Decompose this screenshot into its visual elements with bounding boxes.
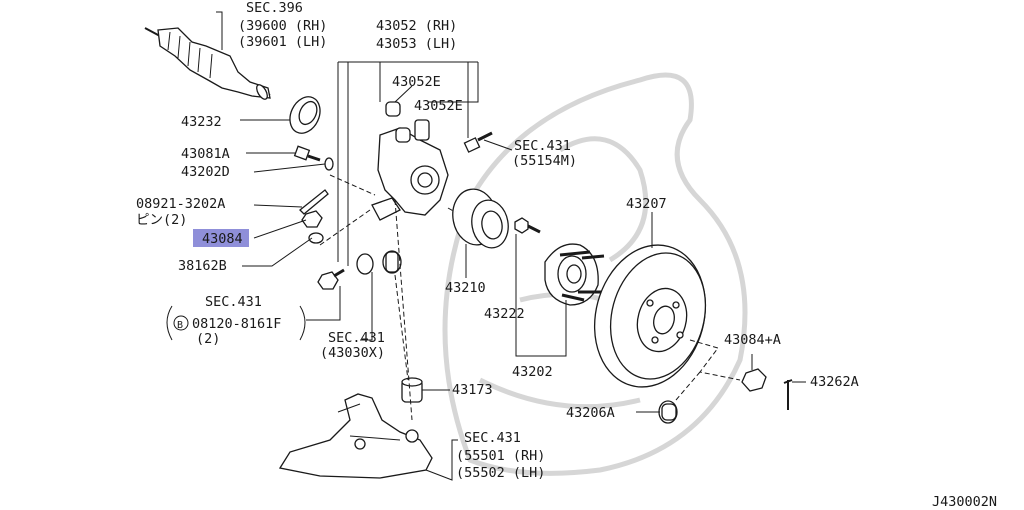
label-sec431-a: SEC.431 (205, 294, 262, 310)
bolt-08120 (317, 268, 345, 290)
seal-43232 (289, 96, 321, 134)
label-43053lh: 43053 (LH) (376, 36, 457, 52)
cotter-pin (299, 189, 329, 215)
label-sec431-b: SEC.431 (328, 330, 385, 346)
selected-part-highlight (193, 229, 249, 247)
drive-shaft (144, 27, 271, 100)
label-43222: 43222 (484, 306, 525, 322)
label-38162b: 38162B (178, 258, 227, 274)
bushing-43052e-lower (395, 127, 411, 143)
label-55154m: (55154M) (512, 153, 577, 169)
lower-arm (278, 393, 433, 479)
label-43202: 43202 (512, 364, 553, 380)
bushing-left (356, 253, 374, 275)
nut-43084a (741, 368, 767, 392)
label-43202d: 43202D (181, 164, 230, 180)
rotor-43207 (593, 244, 707, 388)
bolt-43222 (514, 217, 541, 234)
label-08921: 08921-3202A (136, 196, 225, 212)
paren-right (299, 305, 306, 341)
label-pin2: ピン(2) (136, 212, 187, 228)
bolt-43081a (293, 145, 321, 162)
label-43052e-a: 43052E (392, 74, 441, 90)
leader-lines (216, 11, 806, 481)
bushing-43173 (401, 377, 423, 403)
label-43173: 43173 (452, 382, 493, 398)
label-43210: 43210 (445, 280, 486, 296)
label-sec396: SEC.396 (246, 0, 303, 16)
paren-left (166, 305, 173, 341)
label-55501: (55501 (RH) (456, 448, 545, 464)
label-43207: 43207 (626, 196, 667, 212)
label-43206a: 43206A (566, 405, 615, 421)
b-mark-circle (173, 315, 189, 331)
pin-43262a (783, 379, 793, 410)
label-55502: (55502 (LH) (456, 465, 545, 481)
washer-38162b (308, 232, 324, 244)
assembly-lines (319, 174, 741, 421)
label-08120: 08120-8161F (192, 316, 281, 332)
label-43084-selected: 43084 (202, 231, 243, 247)
nut-43084 (301, 210, 323, 228)
label-sec431-c: SEC.431 (514, 138, 571, 154)
label-43084a: 43084+A (724, 332, 781, 348)
washer-43202d (324, 157, 334, 171)
label-b-mark: B (177, 320, 183, 331)
cap-43206a (658, 400, 678, 424)
label-43030x: (43030X) (320, 345, 385, 361)
knuckle (371, 119, 449, 221)
label-43081a: 43081A (181, 146, 230, 162)
sensor (463, 131, 493, 153)
label-43052e-b: 43052E (414, 98, 463, 114)
label-43232: 43232 (181, 114, 222, 130)
diagram-code: J430002N (932, 494, 997, 510)
bearing-43210 (452, 188, 509, 249)
label-sec431-d: SEC.431 (464, 430, 521, 446)
label-43052rh: 43052 (RH) (376, 18, 457, 34)
label-43262a: 43262A (810, 374, 859, 390)
label-qty2: (2) (196, 331, 220, 347)
hub-43202 (544, 243, 605, 306)
bushing-43052e-upper (385, 101, 401, 117)
label-39601: (39601 (LH) (238, 34, 327, 50)
callout-labels: SEC.396 (39600 (RH) (39601 (LH) 43052 (R… (136, 0, 997, 510)
label-39600: (39600 (RH) (238, 18, 327, 34)
